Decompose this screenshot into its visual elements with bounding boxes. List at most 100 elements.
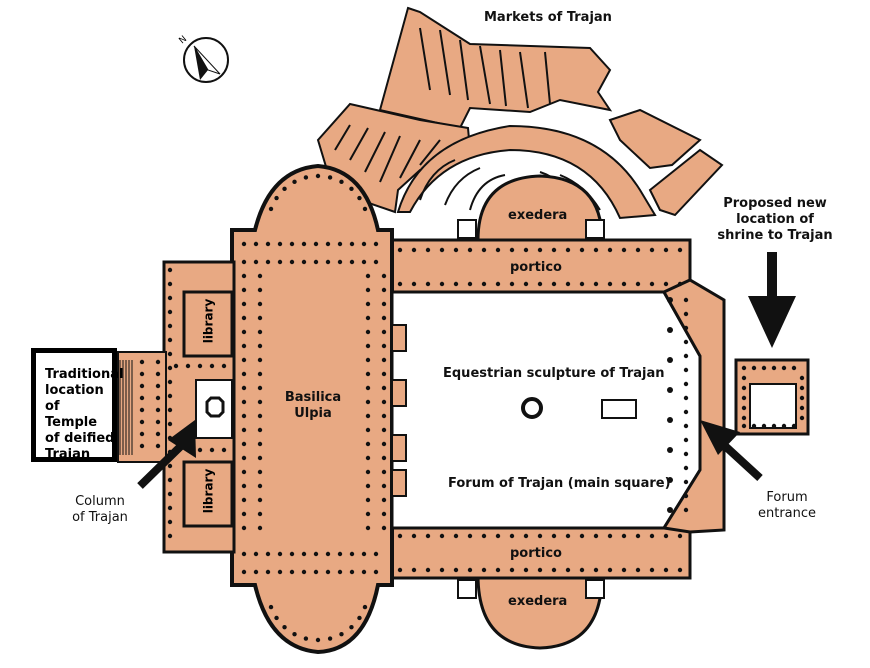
column-dot (313, 551, 319, 557)
column-dot (257, 315, 263, 321)
column-dot (241, 343, 247, 349)
column-dot (373, 569, 379, 575)
equestrian-label: Equestrian sculpture of Trajan (443, 366, 665, 381)
column-dot (325, 259, 331, 265)
column-dot (339, 179, 344, 185)
column-dot (365, 427, 371, 433)
column-dot (799, 405, 805, 411)
column-dot (381, 371, 387, 377)
column-of-trajan-label: Column of Trajan (72, 494, 128, 525)
column-dot (551, 247, 557, 253)
column-dot (361, 241, 367, 247)
column-dot (683, 325, 689, 331)
column-dot (315, 173, 321, 179)
column-dot (241, 551, 247, 557)
column-dot (268, 604, 274, 610)
column-dot (167, 365, 173, 371)
column-dot (683, 297, 689, 303)
column-dot (167, 477, 173, 483)
column-dot (607, 281, 613, 287)
column-dot (607, 567, 613, 573)
column-dot (397, 533, 403, 539)
column-dot (677, 533, 683, 539)
column-dot (257, 525, 263, 531)
column-dot (241, 525, 247, 531)
column-dot (635, 247, 641, 253)
column-dot (397, 567, 403, 573)
column-dot (565, 281, 571, 287)
column-dot (381, 441, 387, 447)
column-dot (303, 175, 309, 180)
column-dot (265, 259, 271, 265)
column-dot (257, 511, 263, 517)
column-dot (155, 395, 161, 401)
column-dot (257, 483, 263, 489)
column-dot (292, 179, 297, 185)
column-dot (799, 385, 805, 391)
column-dot (241, 455, 247, 461)
column-dot (683, 493, 689, 499)
column-dot (257, 469, 263, 475)
column-dot (155, 431, 161, 437)
column-dot (209, 363, 215, 369)
column-dot (277, 259, 283, 265)
column-dot (667, 297, 673, 303)
column-dot (381, 315, 387, 321)
column-dot (667, 507, 673, 513)
column-dot (537, 533, 543, 539)
column-dot (257, 357, 263, 363)
column-dot (349, 259, 355, 265)
column-dot (761, 423, 767, 429)
markets-of-trajan (316, 6, 724, 220)
column-dot (453, 247, 459, 253)
column-dot (257, 329, 263, 335)
column-dot (167, 295, 173, 301)
column-dot (683, 367, 689, 373)
portico-top-label: portico (510, 260, 562, 275)
column-dot (579, 533, 585, 539)
column-dot (289, 551, 295, 557)
column-dot (257, 343, 263, 349)
exedera-corners (457, 219, 605, 599)
column-dot (362, 604, 368, 610)
column-dot (397, 281, 403, 287)
column-dot (167, 337, 173, 343)
column-dot (593, 567, 599, 573)
column-dot (253, 259, 259, 265)
column-dot (257, 371, 263, 377)
column-dot (381, 483, 387, 489)
column-dot (381, 427, 387, 433)
column-dot (365, 497, 371, 503)
column-dot (683, 409, 689, 415)
compass-icon: N (178, 34, 229, 83)
column-dot (453, 567, 459, 573)
column-dot (253, 551, 259, 557)
column-dot (268, 206, 274, 212)
column-dot (741, 423, 747, 429)
column-dot (667, 387, 673, 393)
column-dot (781, 423, 787, 429)
column-dot (325, 241, 331, 247)
column-dot (337, 241, 343, 247)
column-dot (663, 281, 669, 287)
column-dot (621, 533, 627, 539)
column-dot (495, 281, 501, 287)
column-dot (365, 455, 371, 461)
column-dot (365, 357, 371, 363)
arrow-entrance (700, 420, 763, 481)
column-dot (781, 365, 787, 371)
column-dot (791, 365, 797, 371)
column-dot (313, 259, 319, 265)
column-dot (439, 567, 445, 573)
column-dot (241, 569, 247, 575)
column-dot (635, 533, 641, 539)
column-dot (241, 273, 247, 279)
column-dot (257, 399, 263, 405)
column-dot (509, 247, 515, 253)
column-dot (649, 247, 655, 253)
column-dot (253, 569, 259, 575)
column-dot (365, 385, 371, 391)
column-dot (365, 413, 371, 419)
column-dot (337, 259, 343, 265)
column-dot (741, 395, 747, 401)
